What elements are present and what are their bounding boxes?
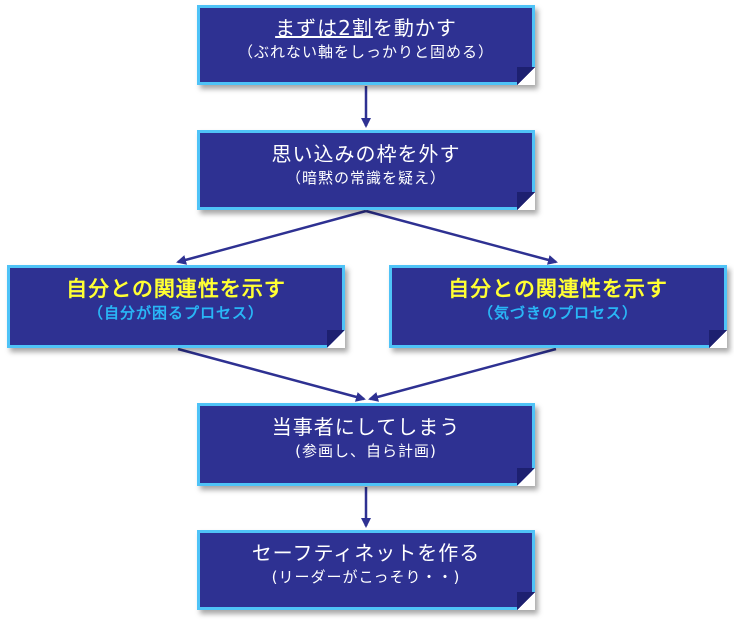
node-second-subtitle: （暗黙の常識を疑え） [285, 169, 446, 187]
node-fourth-subtitle: (参画し、自ら計画) [295, 442, 437, 460]
arrow-left-to-fourth [177, 347, 366, 402]
arrow-second-to-right [365, 209, 558, 265]
node-top-subtitle: （ぶれない軸をしっかりと固める） [237, 43, 494, 61]
node-left: 自分との関連性を示す （自分が困るプロセス） [7, 265, 345, 348]
folded-corner [517, 192, 535, 210]
node-fourth-title: 当事者にしてしまう [271, 415, 461, 439]
node-right: 自分との関連性を示す （気づきのプロセス） [389, 265, 727, 348]
node-second-title: 思い込みの枠を外す [271, 142, 461, 166]
folded-corner [517, 468, 535, 486]
node-right-subtitle: （気づきのプロセス） [477, 304, 638, 322]
arrow-right-to-fourth [368, 347, 557, 402]
node-second: 思い込みの枠を外す （暗黙の常識を疑え） [197, 130, 535, 210]
node-top-title-rest: を動かす [372, 16, 457, 40]
arrow-second-to-left [176, 209, 367, 265]
node-right-title: 自分との関連性を示す [448, 277, 668, 301]
node-left-title: 自分との関連性を示す [66, 277, 286, 301]
node-bottom: セーフティネットを作る (リーダーがこっそり・・) [197, 530, 535, 610]
node-fourth: 当事者にしてしまう (参画し、自ら計画) [197, 403, 535, 486]
node-top: まずは2割を動かす （ぶれない軸をしっかりと固める） [197, 5, 535, 85]
node-bottom-subtitle: (リーダーがこっそり・・) [271, 568, 461, 586]
node-top-title-underlined: まずは2割 [275, 16, 373, 40]
node-left-subtitle: （自分が困るプロセス） [87, 304, 264, 322]
folded-corner [517, 67, 535, 85]
folded-corner [327, 330, 345, 348]
folded-corner [709, 330, 727, 348]
node-bottom-title: セーフティネットを作る [251, 541, 481, 565]
folded-corner [517, 592, 535, 610]
node-top-title: まずは2割を動かす [200, 15, 532, 41]
